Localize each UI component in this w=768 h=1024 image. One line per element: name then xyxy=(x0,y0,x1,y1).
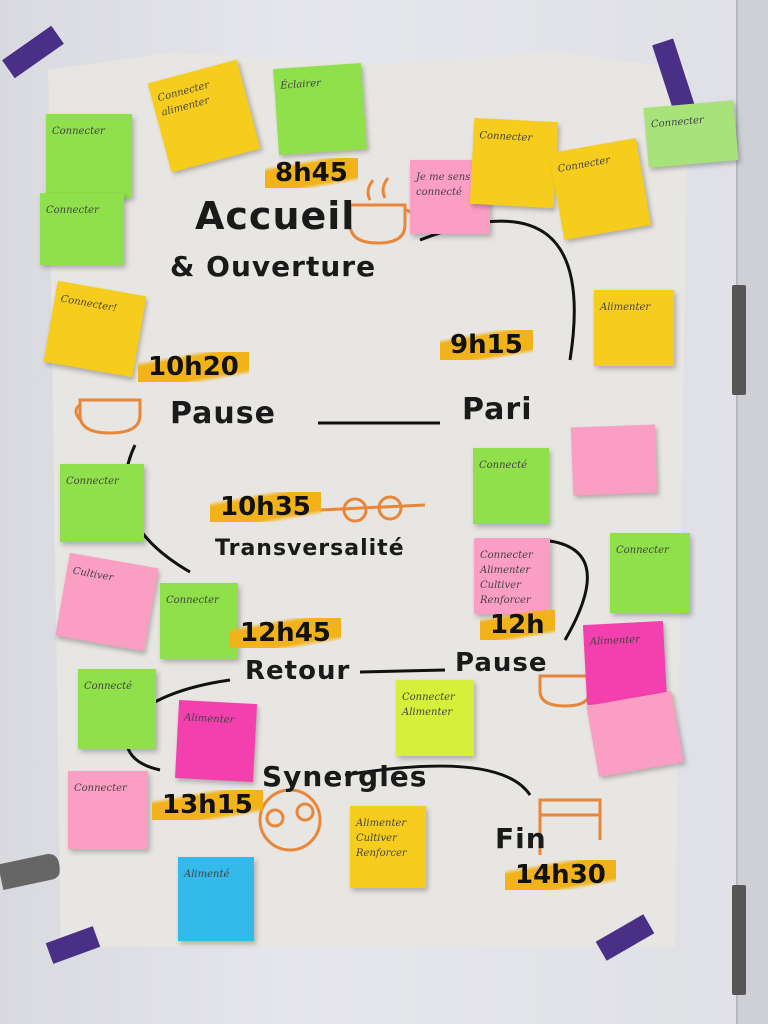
sticky-note: Connecter xyxy=(610,533,690,613)
step-time: 12h xyxy=(480,610,555,640)
sticky-note: Alimenté xyxy=(178,857,254,941)
sticky-note: Connecté xyxy=(78,669,156,749)
step-title: Synergies xyxy=(262,760,428,793)
sticky-note: Connecté xyxy=(473,448,549,524)
sticky-note: Connecter xyxy=(68,771,148,849)
sticky-note: Alimenter xyxy=(582,620,668,706)
sticky-note: Alimenter xyxy=(175,700,257,782)
gears-arrow-icon xyxy=(319,495,426,523)
sticky-note: Connecter xyxy=(160,583,238,659)
step-title: Accueil xyxy=(195,194,356,238)
sticky-note: Connecter xyxy=(643,100,739,168)
step-time: 9h15 xyxy=(440,330,533,360)
step-title: Fin xyxy=(495,822,547,855)
sticky-note: Connecter xyxy=(60,464,144,542)
sticky-note: Connecter xyxy=(40,193,124,265)
sticky-note xyxy=(570,424,658,496)
people-cycle-icon xyxy=(258,788,322,852)
sticky-note: Connecter! xyxy=(43,280,147,378)
sticky-note: Connecter xyxy=(549,138,651,240)
sticky-note: Alimenter Cultiver Renforcer xyxy=(350,806,426,888)
door-frame xyxy=(736,0,768,1024)
step-time: 13h15 xyxy=(152,790,263,820)
sticky-note: Connecter Alimenter Cultiver Renforcer xyxy=(474,538,550,614)
step-time: 12h45 xyxy=(230,618,341,648)
flag-icon xyxy=(538,798,602,855)
step-title: Pause xyxy=(455,648,548,678)
step-title: Retour xyxy=(245,656,351,686)
sticky-note: Éclairer xyxy=(273,63,367,155)
door-hinge xyxy=(732,285,746,395)
step-time: 8h45 xyxy=(265,158,358,188)
step-time: 10h20 xyxy=(138,352,249,382)
step-subtitle: & Ouverture xyxy=(170,250,377,283)
step-title: Pause xyxy=(170,396,276,431)
step-title: Transversalité xyxy=(215,536,405,561)
sticky-note: Connecter Alimenter xyxy=(396,680,474,756)
step-time: 10h35 xyxy=(210,492,321,522)
step-time: 14h30 xyxy=(505,860,616,890)
sticky-note: Alimenter xyxy=(594,290,674,366)
step-title: Pari xyxy=(462,392,533,427)
sticky-note: Cultiver xyxy=(55,552,159,652)
sticky-note xyxy=(586,691,684,777)
sticky-note: Connecter xyxy=(469,117,559,209)
sticky-note: Connecter xyxy=(46,114,132,198)
door-hinge xyxy=(732,885,746,995)
